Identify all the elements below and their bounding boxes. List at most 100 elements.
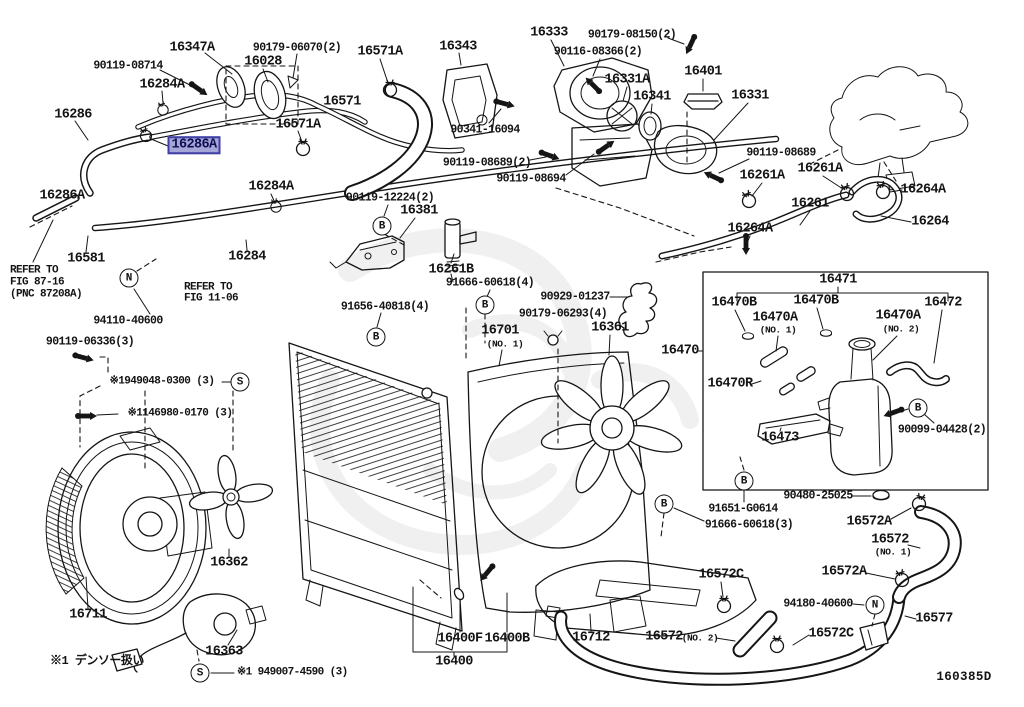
label-16701-no1: (NO. 1) xyxy=(486,338,524,350)
label-94110-40600[interactable]: 94110-40600 xyxy=(93,314,163,328)
label-16264[interactable]: 16264 xyxy=(911,214,949,230)
label-16284a-2[interactable]: 16284A xyxy=(248,179,294,195)
label-16571a-2[interactable]: 16571A xyxy=(275,117,321,133)
label-16347a[interactable]: 16347A xyxy=(169,40,215,56)
label-16333[interactable]: 16333 xyxy=(530,25,568,41)
label-16572c-2[interactable]: 16572C xyxy=(808,626,854,642)
label-16470b-2[interactable]: 16470B xyxy=(793,293,839,309)
label-16341[interactable]: 16341 xyxy=(633,89,671,105)
label-90119-08689[interactable]: 90119-08689 xyxy=(746,146,816,160)
label-16381[interactable]: 16381 xyxy=(400,203,438,219)
bracket-joint-art xyxy=(329,218,658,346)
label-16473[interactable]: 16473 xyxy=(761,430,799,446)
label-16470r[interactable]: 16470R xyxy=(707,376,753,392)
label-16331[interactable]: 16331 xyxy=(731,88,769,104)
label-16571a-1[interactable]: 16571A xyxy=(357,44,403,60)
label-16261b[interactable]: 16261B xyxy=(428,262,474,278)
label-16572c-1[interactable]: 16572C xyxy=(698,567,744,583)
callout-b-3: B xyxy=(366,327,386,347)
label-94180-40600[interactable]: 94180-40600 xyxy=(783,597,853,611)
callout-b-2: B xyxy=(475,295,495,315)
label-16470a-2[interactable]: 16470A xyxy=(875,308,921,324)
label-16471[interactable]: 16471 xyxy=(819,272,857,288)
label-16572-no2[interactable]: 16572 xyxy=(645,629,683,645)
label-16470b-1[interactable]: 16470B xyxy=(711,295,757,311)
fan-motor-16711-art xyxy=(45,427,274,673)
label-16286a-2[interactable]: 16286A xyxy=(39,188,85,204)
label-16331a[interactable]: 16331A xyxy=(604,72,650,88)
label-16286a-selected[interactable]: 16286A xyxy=(167,136,221,154)
note-refer-11-2: FIG 11-06 xyxy=(184,292,239,305)
label-90119-08714[interactable]: 90119-08714 xyxy=(93,59,163,73)
label-90929-01237[interactable]: 90929-01237 xyxy=(540,290,610,304)
label-16572a-1[interactable]: 16572A xyxy=(846,514,892,530)
label-91651-g0614[interactable]: 91651-G0614 xyxy=(708,502,778,516)
label-16470a-1-no1: (NO. 1) xyxy=(759,324,797,336)
grouping-lines xyxy=(412,286,949,657)
label-90179-06293[interactable]: 90179-06293(4) xyxy=(518,307,608,321)
label-16363[interactable]: 16363 xyxy=(205,644,243,660)
note-949007: ※1 949007-4590 (3) xyxy=(237,666,348,679)
label-16711[interactable]: 16711 xyxy=(69,607,107,623)
label-16401[interactable]: 16401 xyxy=(684,64,722,80)
note-refer-11-1: REFER TO xyxy=(184,281,233,294)
label-16028[interactable]: 16028 xyxy=(244,54,282,70)
label-16581[interactable]: 16581 xyxy=(67,251,105,267)
label-16361[interactable]: 16361 xyxy=(591,320,629,336)
label-16572-no1[interactable]: 16572 xyxy=(871,532,909,548)
label-16362[interactable]: 16362 xyxy=(210,555,248,571)
label-16261[interactable]: 16261 xyxy=(791,196,829,212)
reservoir-box-16470-art xyxy=(702,271,989,491)
callout-s-2: S xyxy=(190,663,210,683)
label-90119-08694[interactable]: 90119-08694 xyxy=(496,172,566,186)
label-16712[interactable]: 16712 xyxy=(572,630,610,646)
lower-hoses-art xyxy=(535,505,962,686)
label-16261a-2[interactable]: 16261A xyxy=(797,161,843,177)
label-90179-06070[interactable]: 90179-06070(2) xyxy=(252,41,342,55)
label-16400b[interactable]: 16400B xyxy=(484,631,530,647)
label-90119-12224[interactable]: 90119-12224(2) xyxy=(345,191,435,205)
label-16470a-1[interactable]: 16470A xyxy=(752,310,798,326)
callout-b-1: B xyxy=(372,216,392,236)
callout-s-1: S xyxy=(230,372,250,392)
label-91666-60618-3[interactable]: 91666-60618(3) xyxy=(704,518,794,532)
label-90119-08689-2[interactable]: 90119-08689(2) xyxy=(442,156,532,170)
label-16264a-1[interactable]: 16264A xyxy=(900,182,946,198)
label-16472[interactable]: 16472 xyxy=(924,295,962,311)
label-16572a-2[interactable]: 16572A xyxy=(821,564,867,580)
label-sheet-code: 160385D xyxy=(936,669,992,684)
label-16577[interactable]: 16577 xyxy=(915,611,953,627)
label-90480-25025[interactable]: 90480-25025 xyxy=(783,489,853,503)
note-refer-87-2: FIG 87-16 xyxy=(10,276,65,289)
leader-lines xyxy=(32,37,943,674)
label-16400[interactable]: 16400 xyxy=(435,654,473,670)
label-16571[interactable]: 16571 xyxy=(323,94,361,110)
label-16343[interactable]: 16343 xyxy=(439,39,477,55)
callout-n-2: N xyxy=(865,595,885,615)
label-16286[interactable]: 16286 xyxy=(54,107,92,123)
label-16572-no1-sub: (NO. 1) xyxy=(874,546,912,558)
heater-hoses-art xyxy=(658,175,903,260)
label-16261a-1[interactable]: 16261A xyxy=(739,168,785,184)
label-90099-04428[interactable]: 90099-04428(2) xyxy=(897,423,987,437)
label-90179-08150[interactable]: 90179-08150(2) xyxy=(587,28,677,42)
label-90116-08366[interactable]: 90116-08366(2) xyxy=(553,45,643,59)
label-16284a-1[interactable]: 16284A xyxy=(139,77,185,93)
note-949048: ※1949048-0300 (3) xyxy=(109,375,215,388)
label-16470a-2-no2: (NO. 2) xyxy=(882,323,920,335)
label-90341-16094[interactable]: 90341-16094 xyxy=(450,123,520,137)
label-91666-60618-4[interactable]: 91666-60618(4) xyxy=(445,276,535,290)
label-16701[interactable]: 16701 xyxy=(481,323,519,339)
label-90119-06336[interactable]: 90119-06336(3) xyxy=(45,335,135,349)
callout-b-6: B xyxy=(654,494,674,514)
label-16470[interactable]: 16470 xyxy=(661,343,699,359)
note-refer-87-1: REFER TO xyxy=(10,264,59,277)
label-16400f[interactable]: 16400F xyxy=(437,631,483,647)
label-91656-40818[interactable]: 91656-40818(4) xyxy=(340,300,430,314)
label-16264a-2[interactable]: 16264A xyxy=(727,221,773,237)
label-16284[interactable]: 16284 xyxy=(228,249,266,265)
callout-n-1: N xyxy=(119,268,139,288)
